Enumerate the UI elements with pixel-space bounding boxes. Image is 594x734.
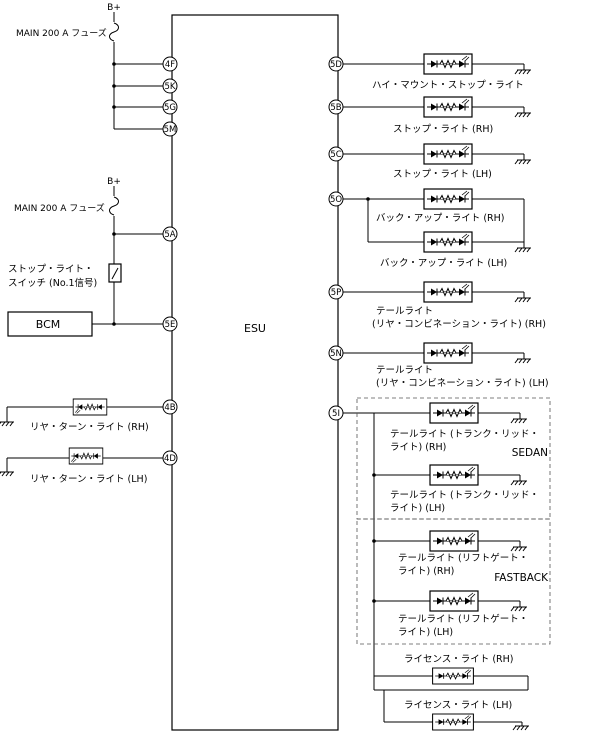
switch-label-line1: ストップ・ライト・: [8, 264, 94, 275]
b-plus-label: B+: [107, 3, 121, 13]
svg-text:5O: 5O: [330, 195, 342, 205]
pin-5D: 5D: [328, 56, 344, 72]
fuse-icon: [109, 196, 119, 216]
fastback-group-box: [356, 518, 551, 645]
bcm-label: BCM: [36, 318, 61, 331]
svg-text:5P: 5P: [331, 288, 342, 298]
tail-lh-label-2: (リヤ・コンビネーション・ライト) (LH): [376, 378, 549, 389]
svg-text:4B: 4B: [164, 403, 175, 413]
pin-5P: 5P: [328, 284, 344, 300]
stop-light-switch: ストップ・ライト・ スイッチ (No.1信号): [8, 263, 122, 289]
stop-rh-lamp: [423, 96, 473, 118]
svg-text:5A: 5A: [164, 230, 175, 240]
pin-5G: 5G: [162, 99, 178, 115]
svg-text:4F: 4F: [165, 60, 175, 70]
fuse-icon: [109, 22, 119, 42]
svg-text:5D: 5D: [330, 60, 342, 70]
fastback-label: FASTBACK: [494, 572, 549, 584]
license-lh-label: ライセンス・ライト (LH): [404, 700, 512, 711]
stop-lh-lamp: [423, 143, 473, 165]
pin-5O: 5O: [328, 191, 344, 207]
stop-lh-label: ストップ・ライト (LH): [393, 169, 492, 180]
pin-4F: 4F: [162, 56, 178, 72]
pin-5B: 5B: [328, 99, 344, 115]
pin-5A: 5A: [162, 226, 178, 242]
hms-label: ハイ・マウント・ストップ・ライト: [372, 80, 524, 91]
backup-lh-label: バック・アップ・ライト (LH): [380, 258, 507, 269]
tail-rh-lamp: [423, 281, 473, 303]
license-rh-label: ライセンス・ライト (RH): [404, 654, 514, 665]
trunk-rh-lamp: [429, 402, 479, 424]
svg-text:5G: 5G: [164, 103, 176, 113]
license-rh-lamp: [432, 667, 474, 685]
trunk-rh-label-2: ライト) (RH): [390, 442, 446, 453]
svg-text:5E: 5E: [165, 320, 176, 330]
svg-text:5K: 5K: [165, 82, 176, 92]
pin-4B: 4B: [162, 399, 178, 415]
license-lh-lamp: [432, 713, 474, 731]
sedan-label: SEDAN: [512, 447, 548, 459]
pin-5N: 5N: [328, 345, 344, 361]
backup-lh-lamp: [423, 231, 473, 253]
pin-5C: 5C: [328, 146, 344, 162]
pin-5M: 5M: [162, 121, 178, 137]
esu-label: ESU: [244, 322, 266, 335]
gate-rh-lamp: [429, 530, 479, 552]
fuse-label: MAIN 200 A フューズ: [16, 27, 107, 39]
pin-5K: 5K: [162, 78, 178, 94]
trunk-rh-label-1: テールライト (トランク・リッド・: [390, 429, 539, 440]
rear-turn-rh-lamp: [72, 398, 108, 416]
power-supply-2: B+ MAIN 200 A フューズ: [14, 177, 121, 264]
trunk-lh-label-2: ライト) (LH): [390, 503, 445, 514]
fuse-label: MAIN 200 A フューズ: [14, 202, 105, 214]
sedan-group-box: [356, 397, 551, 520]
power-supply-1: B+ MAIN 200 A フューズ: [16, 3, 121, 129]
svg-text:5N: 5N: [330, 349, 342, 359]
svg-text:4D: 4D: [164, 454, 176, 464]
gate-rh-label-2: ライト) (RH): [398, 566, 454, 577]
hms-lamp: [423, 53, 473, 75]
svg-text:5M: 5M: [164, 125, 177, 135]
trunk-lh-label-1: テールライト (トランク・リッド・: [390, 490, 539, 501]
gate-lh-label-1: テールライト (リフトゲート・: [398, 613, 528, 625]
pin-4D: 4D: [162, 450, 178, 466]
turn-lh-label: リヤ・ターン・ライト (LH): [30, 474, 147, 485]
svg-text:5B: 5B: [330, 103, 341, 113]
pin-5E: 5E: [162, 316, 178, 332]
tail-lh-label-1: テールライト: [376, 365, 433, 376]
trunk-lh-lamp: [429, 464, 479, 486]
switch-label-line2: スイッチ (No.1信号): [8, 277, 97, 289]
backup-rh-lamp: [423, 188, 473, 210]
gate-rh-label-1: テールライト (リフトゲート・: [398, 552, 528, 564]
tail-lh-lamp: [423, 342, 473, 364]
backup-rh-label: バック・アップ・ライト (RH): [376, 213, 505, 224]
b-plus-label: B+: [107, 177, 121, 187]
tail-rh-label-2: (リヤ・コンビネーション・ライト) (RH): [372, 319, 546, 330]
svg-text:5I: 5I: [332, 409, 340, 419]
esu-box: [171, 14, 339, 731]
gate-lh-label-2: ライト) (LH): [398, 627, 453, 638]
turn-rh-label: リヤ・ターン・ライト (RH): [30, 422, 149, 433]
rear-turn-lh-lamp: [68, 447, 104, 465]
svg-text:5C: 5C: [330, 150, 341, 160]
tail-rh-label-1: テールライト: [376, 306, 433, 317]
stop-rh-label: ストップ・ライト (RH): [393, 124, 493, 135]
gate-lh-lamp: [429, 590, 479, 612]
pin-5I: 5I: [328, 405, 344, 421]
